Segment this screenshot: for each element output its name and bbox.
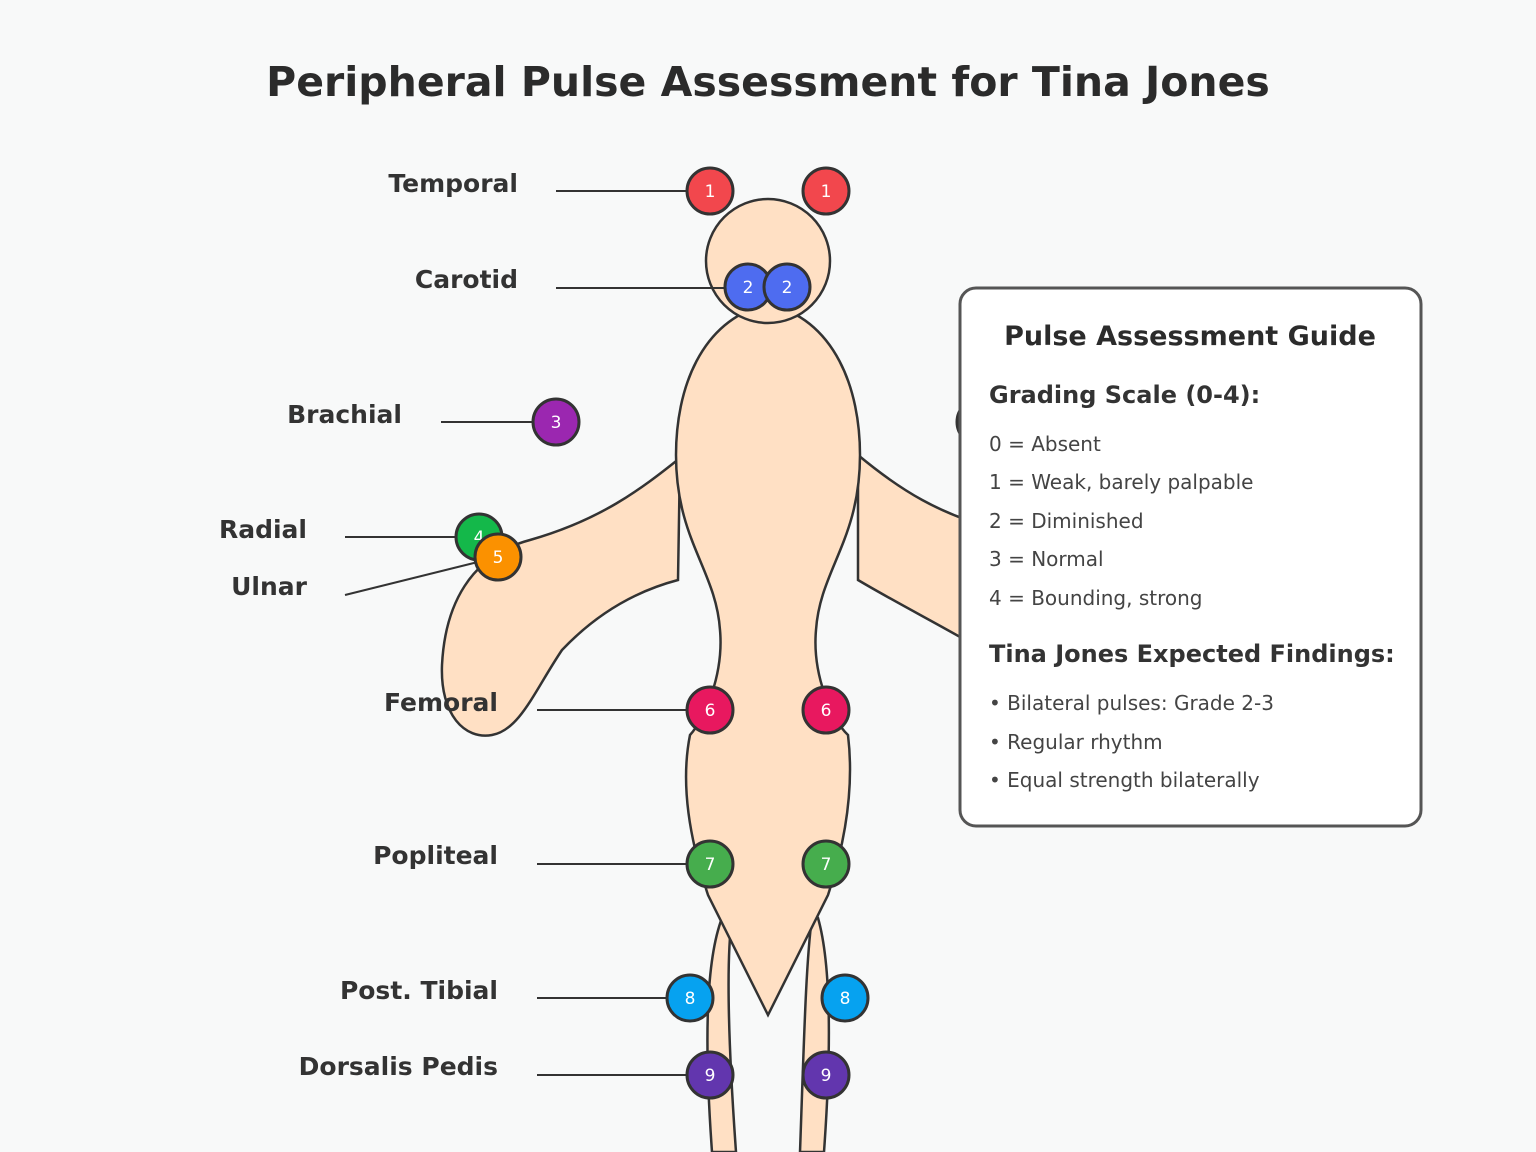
pulse-marker[interactable] (685, 685, 735, 735)
findings-heading: Tina Jones Expected Findings: (989, 640, 1395, 668)
torso (674, 302, 862, 1018)
pulse-marker[interactable] (531, 397, 581, 447)
label-radial: Radial (219, 515, 307, 544)
pulse-point-dorsalis-pedis-right[interactable]: 9 (801, 1050, 851, 1100)
pulse-marker[interactable] (820, 973, 870, 1023)
pulse-point-ulnar-left[interactable]: 5 (473, 532, 523, 582)
grading-scale-heading: Grading Scale (0-4): (989, 381, 1260, 409)
label-ulnar: Ulnar (231, 572, 308, 601)
pulse-marker[interactable] (801, 166, 851, 216)
label-post-tibial: Post. Tibial (340, 976, 498, 1005)
scale-item: 0 = Absent (989, 432, 1101, 456)
pulse-points: 1 1 2 2 3 4 5 (454, 166, 1005, 1100)
label-carotid: Carotid (415, 265, 518, 294)
pulse-number: 9 (821, 1066, 832, 1086)
label-popliteal: Popliteal (373, 841, 498, 870)
pulse-marker[interactable] (801, 839, 851, 889)
pulse-number: 2 (782, 278, 793, 298)
pulse-point-temporal-right[interactable]: 1 (801, 166, 851, 216)
guide-title: Pulse Assessment Guide (1004, 321, 1376, 352)
page-title: Peripheral Pulse Assessment for Tina Jon… (266, 58, 1270, 106)
pulse-point-femoral-right[interactable]: 6 (801, 685, 851, 735)
pulse-point-popliteal-right[interactable]: 7 (801, 839, 851, 889)
pulse-point-dorsalis-pedis-left[interactable]: 9 (685, 1050, 735, 1100)
pulse-marker[interactable] (685, 839, 735, 889)
left-arm (440, 455, 682, 737)
pulse-marker[interactable] (685, 1050, 735, 1100)
finding-item: • Bilateral pulses: Grade 2-3 (989, 691, 1274, 715)
scale-item: 1 = Weak, barely palpable (989, 470, 1253, 494)
pulse-marker[interactable] (762, 262, 812, 312)
pulse-point-carotid-right[interactable]: 2 (762, 262, 812, 312)
scale-item: 3 = Normal (989, 547, 1104, 571)
ulnar-leader (344, 556, 499, 596)
right-lower-leg (798, 916, 831, 1152)
leader-lines (344, 190, 748, 1076)
pulse-assessment-guide: Pulse Assessment Guide Grading Scale (0-… (958, 286, 1423, 828)
pulse-number: 1 (705, 182, 716, 202)
site-labels: Temporal Carotid Brachial Radial Ulnar F… (219, 169, 518, 1081)
pulse-number: 4 (474, 528, 485, 548)
pulse-number: 6 (821, 701, 832, 721)
pulse-point-temporal-left[interactable]: 1 (685, 166, 735, 216)
scale-item: 2 = Diminished (989, 509, 1144, 533)
pulse-point-popliteal-left[interactable]: 7 (685, 839, 735, 889)
finding-item: • Regular rhythm (989, 730, 1163, 754)
finding-item: • Equal strength bilaterally (989, 768, 1260, 792)
pulse-number: 2 (743, 278, 754, 298)
pulse-number: 8 (840, 989, 851, 1009)
label-femoral: Femoral (384, 688, 498, 717)
pulse-marker[interactable] (801, 1050, 851, 1100)
pulse-marker[interactable] (665, 973, 715, 1023)
body-silhouette (440, 197, 1002, 1152)
pulse-marker[interactable] (685, 166, 735, 216)
label-brachial: Brachial (287, 400, 402, 429)
pulse-marker[interactable] (473, 532, 523, 582)
pulse-number: 7 (705, 855, 716, 875)
pulse-point-carotid-left[interactable]: 2 (723, 262, 773, 312)
label-dorsalis-pedis: Dorsalis Pedis (299, 1052, 498, 1081)
pulse-point-femoral-left[interactable]: 6 (685, 685, 735, 735)
scale-item: 4 = Bounding, strong (989, 586, 1203, 610)
pulse-number: 8 (685, 989, 696, 1009)
pulse-number: 6 (705, 701, 716, 721)
pulse-number: 5 (493, 548, 504, 568)
pulse-number: 3 (551, 413, 562, 433)
pulse-number: 1 (821, 182, 832, 202)
pulse-marker[interactable] (801, 685, 851, 735)
left-lower-leg (706, 916, 738, 1152)
pulse-point-post-tibial-right[interactable]: 8 (820, 973, 870, 1023)
label-temporal: Temporal (388, 169, 518, 198)
pulse-point-brachial-left[interactable]: 3 (531, 397, 581, 447)
pulse-number: 9 (705, 1066, 716, 1086)
pulse-number: 7 (821, 855, 832, 875)
pulse-point-post-tibial-left[interactable]: 8 (665, 973, 715, 1023)
head (704, 197, 832, 325)
guide-panel (958, 286, 1423, 828)
